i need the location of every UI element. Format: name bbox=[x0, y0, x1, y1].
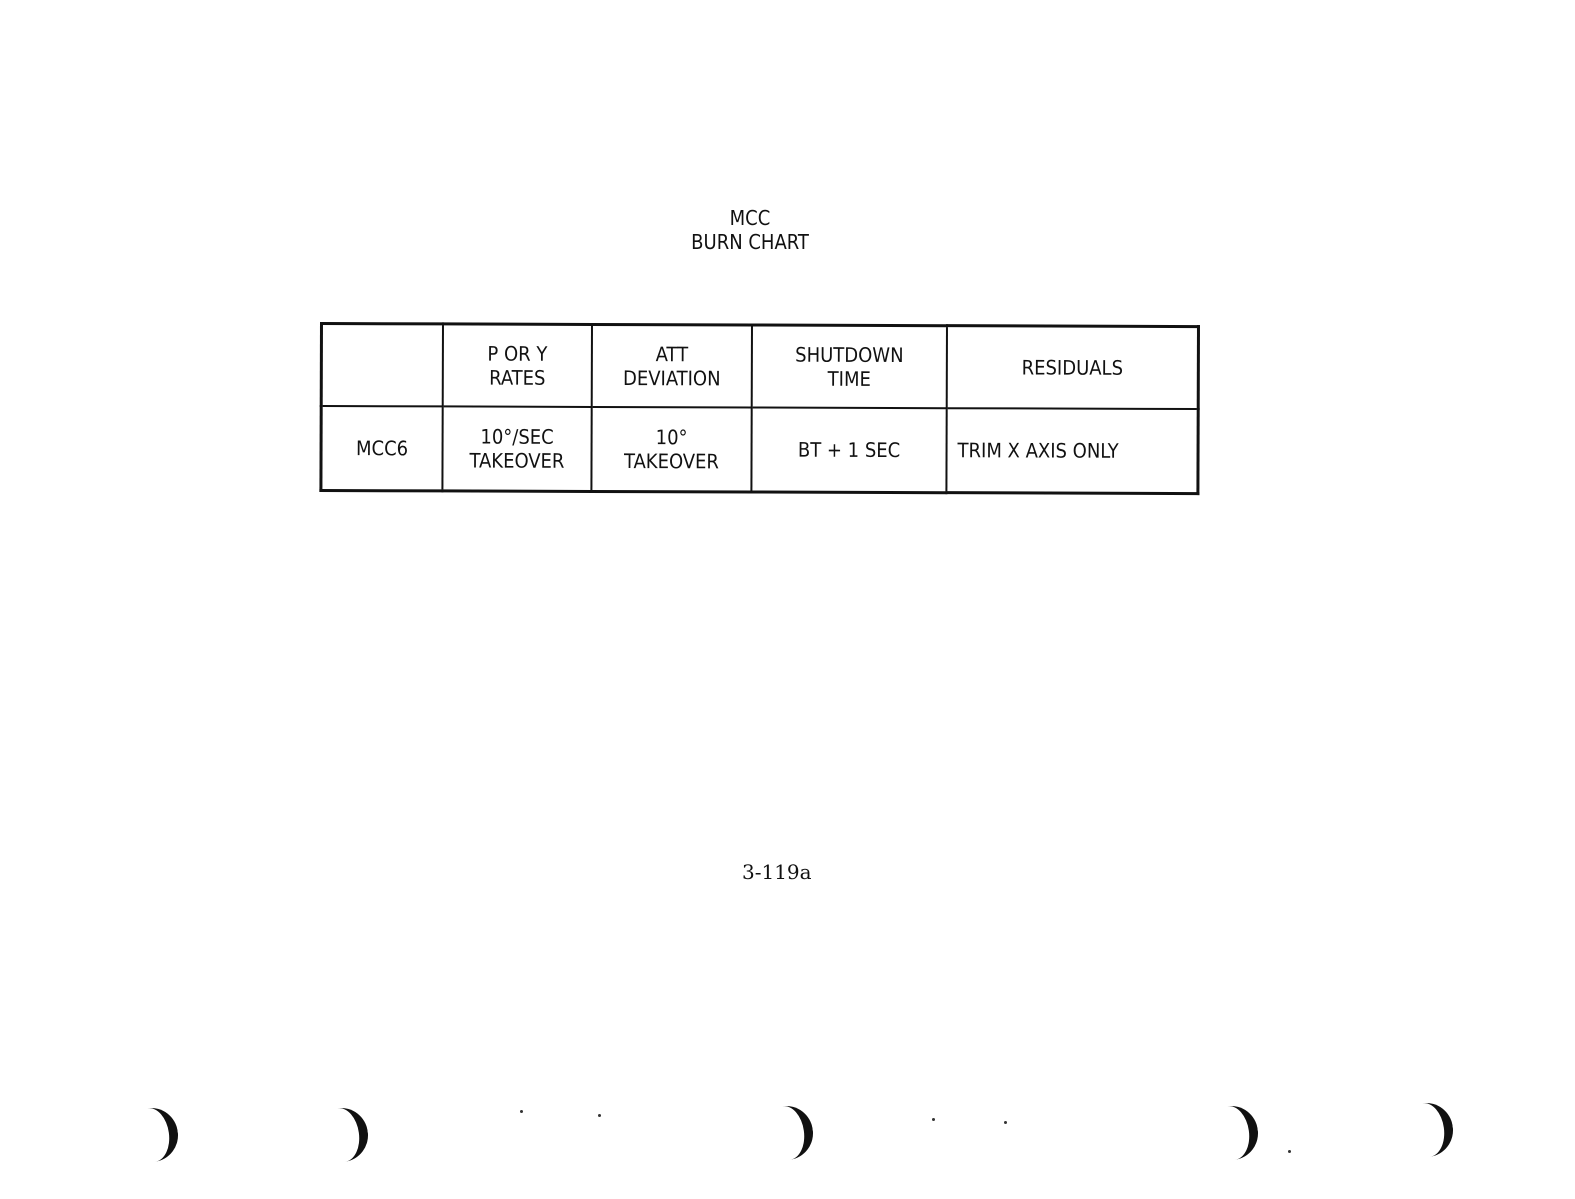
header-residuals: RESIDUALS bbox=[946, 325, 1199, 410]
speck bbox=[932, 1118, 935, 1121]
cell-shutdown: BT + 1 SEC bbox=[751, 407, 947, 493]
header-text: RATES bbox=[489, 365, 546, 390]
speck bbox=[1004, 1121, 1007, 1124]
header-text: P OR Y bbox=[487, 341, 548, 366]
header-empty bbox=[321, 323, 443, 407]
page-number: 3-119a bbox=[742, 860, 812, 884]
cell-deviation: 10°TAKEOVER bbox=[591, 406, 752, 493]
header-text: DEVIATION bbox=[623, 366, 721, 391]
title-line-2: BURN CHART bbox=[691, 230, 809, 254]
binder-hole-icon bbox=[311, 1104, 372, 1166]
speck bbox=[520, 1110, 523, 1113]
cell-residuals: TRIM X AXIS ONLY bbox=[946, 408, 1199, 494]
cell-text: TAKEOVER bbox=[469, 448, 565, 473]
speck bbox=[598, 1114, 601, 1117]
row-label: MCC6 bbox=[320, 406, 443, 491]
binder-hole-icon bbox=[121, 1104, 182, 1166]
cell-text: 10° bbox=[655, 425, 688, 450]
document-title: MCC BURN CHART bbox=[0, 206, 1500, 254]
header-text: SHUTDOWN bbox=[795, 342, 904, 368]
binder-hole-icon bbox=[1396, 1099, 1457, 1161]
header-text: ATT bbox=[655, 342, 689, 367]
binder-hole-icon bbox=[1201, 1102, 1262, 1164]
speck bbox=[1288, 1150, 1291, 1153]
binder-hole-icon bbox=[756, 1102, 817, 1164]
header-text: TIME bbox=[827, 366, 871, 391]
cell-text: TAKEOVER bbox=[624, 449, 719, 474]
cell-text: 10°/SEC bbox=[480, 424, 554, 449]
title-line-1: MCC bbox=[729, 206, 771, 230]
